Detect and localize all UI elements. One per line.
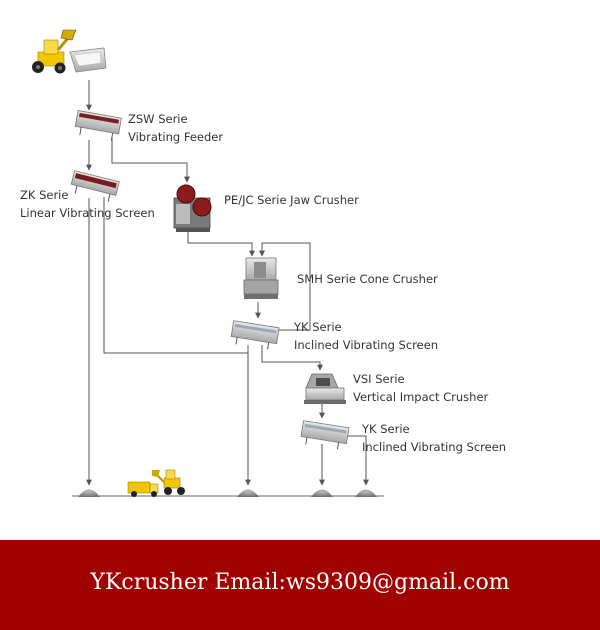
flow-yk2-to-pile4: [348, 435, 369, 486]
label-zk-line2: Linear Vibrating Screen: [20, 206, 155, 220]
label-yk2-line1: YK Serie: [362, 422, 410, 436]
label-zk-line1: ZK Serie: [20, 188, 69, 202]
label-zk-screen: ZK Serie Linear Vibrating Screen: [20, 186, 155, 222]
small-wheel-loader-icon: [152, 469, 185, 495]
label-yk2-line2: Inclined Vibrating Screen: [362, 440, 507, 454]
stockpile-4-icon: [355, 489, 377, 497]
dump-truck-icon: [127, 481, 159, 497]
cone-crusher-icon: [243, 257, 279, 299]
flow-yk1-return: [259, 242, 311, 331]
linear-vibrating-screen-icon: [70, 170, 120, 202]
label-cone-crusher: SMH Serie Cone Crusher: [297, 272, 438, 286]
footer-banner: YKcrusher Email:ws9309@gmail.com: [0, 540, 600, 630]
jaw-crusher-icon: [173, 184, 212, 232]
label-vsi-line1: VSI Serie: [353, 372, 405, 386]
label-vsi-crusher: VSI Serie Vertical Impact Crusher: [353, 370, 488, 406]
flow-jaw-to-cone: [187, 232, 255, 257]
stockpile-1-icon: [78, 489, 100, 497]
inclined-vibrating-screen-2-icon: [300, 420, 350, 450]
footer-contact-text: YKcrusher Email:ws9309@gmail.com: [90, 570, 510, 595]
label-jaw-crusher: PE/JC Serie Jaw Crusher: [224, 193, 359, 207]
vibrating-feeder-icon: [74, 110, 122, 141]
label-zsw-line1: ZSW Serie: [128, 112, 188, 126]
label-yk1-line1: YK Serie: [294, 320, 342, 334]
label-yk1-line2: Inclined Vibrating Screen: [294, 338, 439, 352]
feed-hopper-icon: [69, 47, 107, 73]
inclined-vibrating-screen-1-icon: [230, 320, 280, 350]
stockpiles: [78, 489, 377, 497]
flow-zk-to-yk1: [103, 197, 248, 354]
flow-lines: [86, 80, 369, 486]
flow-yk1-to-vsi: [261, 345, 323, 371]
wheel-loader-icon: [32, 29, 77, 74]
vertical-impact-crusher-icon: [304, 373, 346, 404]
label-zsw-feeder: ZSW Serie Vibrating Feeder: [128, 110, 223, 146]
label-vsi-line2: Vertical Impact Crusher: [353, 390, 489, 404]
crushing-flow-diagram: [32, 29, 384, 497]
flow-feeder-to-jaw: [111, 138, 190, 183]
stockpile-2-icon: [237, 489, 259, 497]
label-yk-screen-2: YK Serie Inclined Vibrating Screen: [362, 420, 506, 456]
label-yk-screen-1: YK Serie Inclined Vibrating Screen: [294, 318, 438, 354]
label-zsw-line2: Vibrating Feeder: [128, 130, 224, 144]
stockpile-3-icon: [311, 489, 333, 497]
